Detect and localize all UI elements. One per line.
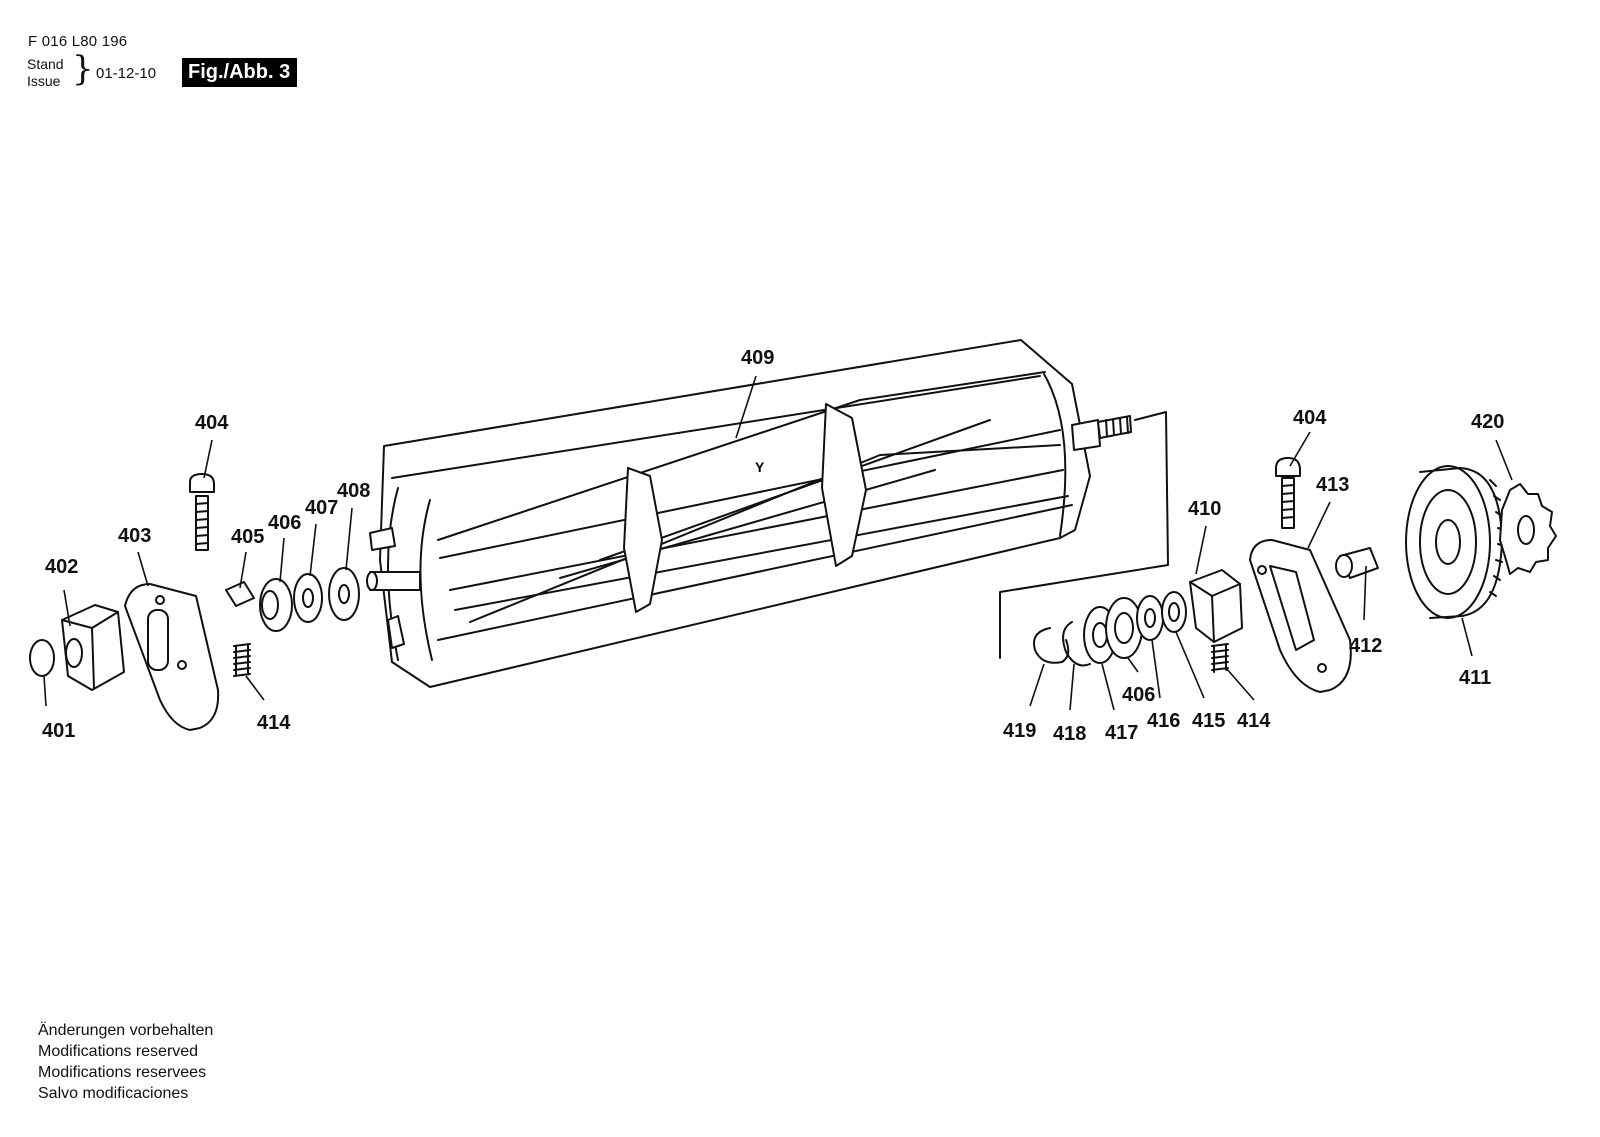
footer-line-es: Salvo modificaciones <box>38 1085 189 1102</box>
right-parts-drawing <box>1033 457 1557 693</box>
part-label-415: 415 <box>1192 710 1225 732</box>
part-label-413: 413 <box>1316 474 1349 496</box>
part-label-409: 409 <box>741 347 774 369</box>
part-label-420: 420 <box>1471 411 1504 433</box>
part-label-406-right: 406 <box>1122 684 1155 706</box>
footer-line-en: Modifications reserved <box>38 1043 199 1060</box>
part-label-401: 401 <box>42 720 75 742</box>
reel-mark: Y <box>755 459 765 475</box>
part-label-410: 410 <box>1188 498 1221 520</box>
footer-notes: Änderungen vorbehalten Modifications res… <box>38 1020 213 1104</box>
part-label-417: 417 <box>1105 722 1138 744</box>
part-label-419: 419 <box>1003 720 1036 742</box>
figure-label: Fig./Abb. 3 <box>182 58 298 87</box>
part-label-414-left: 414 <box>257 712 291 734</box>
part-label-404-right: 404 <box>1293 407 1327 429</box>
part-label-414-right: 414 <box>1237 710 1271 732</box>
stand-label: Stand <box>27 56 64 72</box>
doc-number: F 016 L80 196 <box>28 33 128 50</box>
part-label-404-left: 404 <box>195 412 229 434</box>
part-label-418: 418 <box>1053 723 1086 745</box>
part-labels: 401 402 403 404 405 406 407 408 409 410 … <box>42 347 1504 745</box>
part-label-416: 416 <box>1147 710 1180 732</box>
issue-label: Issue <box>27 73 61 89</box>
stand-issue-labels: Stand Issue <box>27 56 64 90</box>
part-label-402: 402 <box>45 556 78 578</box>
part-label-403: 403 <box>118 525 151 547</box>
part-label-407: 407 <box>305 497 338 519</box>
part-label-408: 408 <box>337 480 370 502</box>
footer-line-fr: Modifications reservees <box>38 1064 207 1081</box>
leader-lines <box>43 375 1513 711</box>
part-label-411: 411 <box>1459 667 1491 689</box>
part-label-406-left: 406 <box>268 512 301 534</box>
footer-line-de: Änderungen vorbehalten <box>38 1022 214 1039</box>
part-label-405: 405 <box>231 526 264 548</box>
reel-cylinder-drawing: Y <box>366 339 1169 688</box>
left-parts-drawing <box>29 473 360 731</box>
issue-date: 01-12-10 <box>96 65 157 82</box>
brace-symbol: } <box>72 49 94 89</box>
part-label-412: 412 <box>1349 635 1382 657</box>
